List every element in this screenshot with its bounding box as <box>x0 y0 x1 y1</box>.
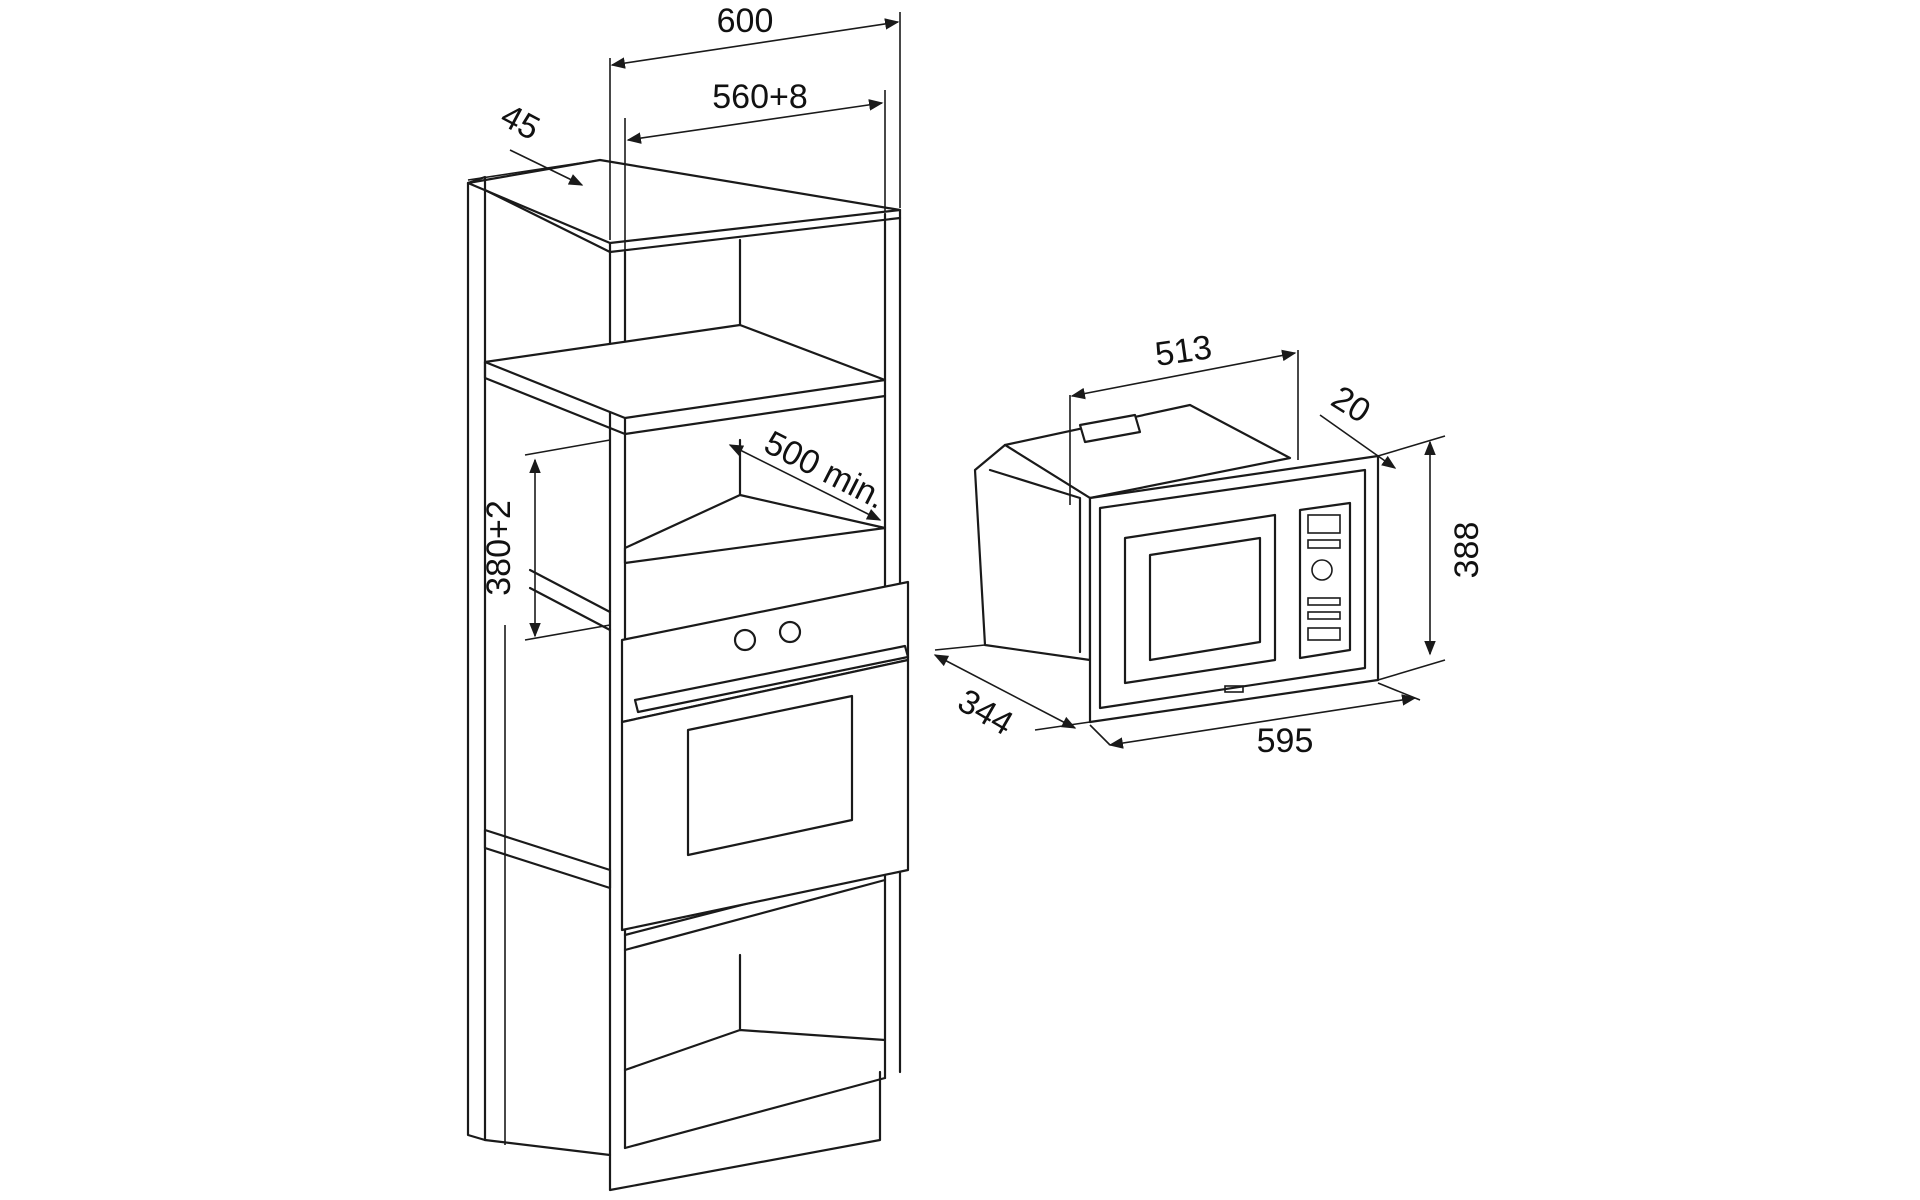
microwave-top-vent <box>1078 413 1142 444</box>
dim-45-line <box>509 149 584 186</box>
microwave-button-2 <box>1307 597 1341 606</box>
microwave-control-strip <box>1298 501 1352 660</box>
cabinet-bottom-front <box>623 1076 887 1150</box>
dim-label-appliance-width: 595 <box>1257 722 1314 760</box>
microwave-button-4 <box>1307 627 1341 641</box>
dim-20-line <box>1319 414 1397 469</box>
opening-side-line-2 <box>528 586 612 632</box>
dim-label-opening-width: 560+8 <box>712 78 808 116</box>
microwave-side-inner <box>988 468 1082 654</box>
dim-label-appliance-height: 388 <box>1448 522 1486 579</box>
oven-knob-right <box>778 620 802 644</box>
dim-label-appliance-body-depth: 344 <box>951 682 1019 743</box>
opening-floor <box>623 493 887 565</box>
dim-560-line <box>626 99 884 144</box>
cabinet-left-side <box>466 175 487 1142</box>
dimension-lines <box>467 12 1446 1145</box>
oven-handle <box>633 644 910 714</box>
upper-shelf-front <box>483 360 887 436</box>
dim-513-line <box>1070 349 1297 400</box>
lower-shelf-edge <box>483 828 612 890</box>
cabinet-top-panel <box>466 158 902 245</box>
lower-compartment-top-2 <box>623 878 887 952</box>
microwave-front-inner <box>1098 468 1367 710</box>
opening-side-line <box>528 568 612 614</box>
microwave-display <box>1307 514 1341 534</box>
cabinet-plinth <box>483 1070 882 1192</box>
oven-door <box>620 658 910 932</box>
dim-label-opening-height: 380+2 <box>480 500 518 596</box>
dim-600-line <box>610 18 900 69</box>
tall-cabinet <box>466 158 902 1192</box>
built-in-microwave <box>973 403 1380 724</box>
microwave-door-outer <box>1123 513 1277 685</box>
microwave-logo-badge <box>1224 685 1244 693</box>
dim-595-line <box>1108 694 1417 749</box>
dim-label-front-offset: 45 <box>495 97 546 148</box>
oven-knob-left <box>733 628 757 652</box>
oven-window <box>686 694 854 857</box>
upper-shelf <box>483 323 887 420</box>
microwave-dial <box>1311 559 1333 581</box>
dim-label-cabinet-width: 600 <box>717 2 774 40</box>
microwave-button-3 <box>1307 611 1341 620</box>
dim-label-appliance-depth-top: 513 <box>1153 328 1214 374</box>
microwave-button-1 <box>1307 539 1341 549</box>
built-in-oven <box>620 580 910 932</box>
lower-floor <box>623 1028 887 1072</box>
microwave-window <box>1148 536 1262 662</box>
dim-500-line <box>728 444 882 521</box>
dim-344-line <box>933 654 1077 729</box>
